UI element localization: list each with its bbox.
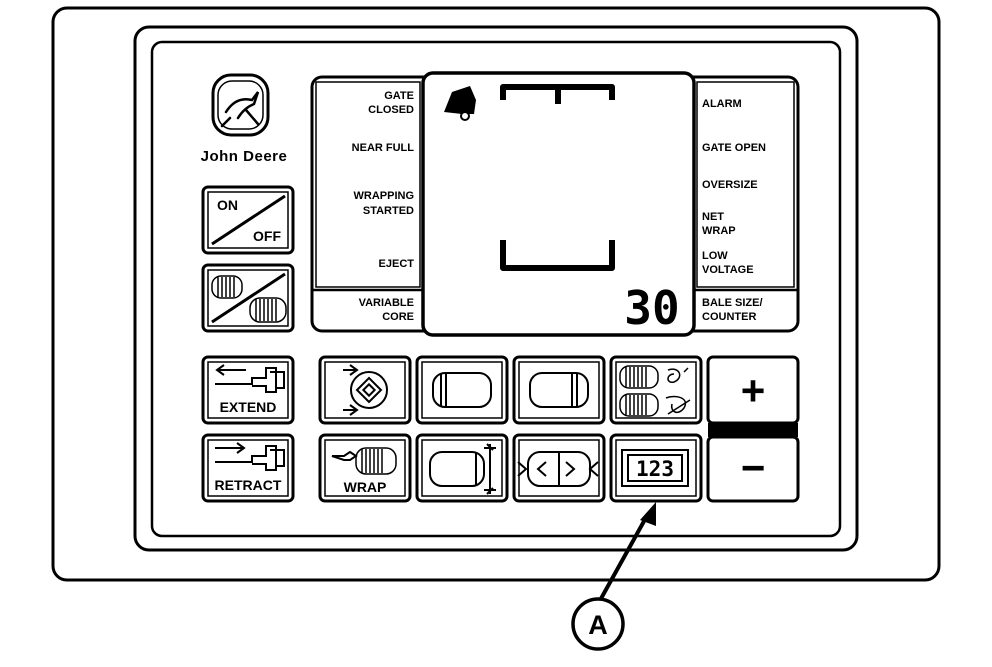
counter-icon-window [627, 454, 683, 482]
label-bale-size-counter-line2: COUNTER [702, 311, 756, 323]
callout-a: A [571, 502, 656, 651]
retract-cylinder-icon [215, 442, 285, 471]
small-bale-icon [211, 275, 243, 299]
wrap-type-icon [619, 365, 691, 417]
label-gate-closed-line2: CLOSED [368, 104, 414, 116]
baler-icon [444, 86, 476, 121]
bale-diameter-button[interactable] [415, 433, 509, 503]
callout-label: A [588, 610, 608, 640]
large-bale-icon [249, 297, 287, 323]
plus-glyph: + [741, 367, 766, 414]
bale-mode-button[interactable] [201, 263, 295, 333]
off-label: OFF [253, 228, 281, 244]
bale-chamber-indicator [500, 84, 615, 271]
counter-icon-frame [621, 449, 689, 487]
retract-button[interactable]: RETRACT [201, 433, 295, 503]
label-near-full: NEAR FULL [352, 142, 415, 154]
label-gate-open: GATE OPEN [702, 142, 766, 154]
label-low-voltage-line1: LOW [702, 250, 728, 262]
tailgate-button[interactable] [318, 355, 412, 425]
minus-button[interactable]: − [706, 435, 800, 503]
on-label: ON [217, 197, 238, 213]
lcd-screen [421, 71, 696, 337]
label-net-wrap-line1: NET [702, 211, 724, 223]
bale-left-button[interactable] [415, 355, 509, 425]
wrap-button[interactable]: WRAP [318, 433, 412, 503]
label-wrapping-started-line1: WRAPPING [354, 190, 415, 202]
bale-left-icon [432, 372, 492, 408]
retract-label: RETRACT [215, 477, 282, 493]
left-status-labels: GATE CLOSED NEAR FULL WRAPPING STARTED E… [352, 90, 415, 323]
label-alarm: ALARM [702, 98, 742, 110]
extend-button[interactable]: EXTEND [201, 355, 295, 425]
label-low-voltage-line2: VOLTAGE [702, 264, 754, 276]
label-gate-closed-line1: GATE [384, 90, 414, 102]
plus-button[interactable]: + [706, 355, 800, 425]
bale-diameter-icon [429, 443, 496, 495]
label-wrapping-started-line2: STARTED [363, 205, 414, 217]
counter-digits: 123 [636, 457, 674, 481]
counter-button[interactable]: 123 [609, 433, 703, 503]
wrap-roll-icon [331, 447, 397, 475]
label-bale-size-counter-line1: BALE SIZE/ [702, 297, 763, 309]
bale-shape-button[interactable] [512, 433, 606, 503]
brand-name: John Deere [201, 148, 288, 165]
extend-cylinder-icon [215, 364, 285, 393]
john-deere-logo [211, 73, 270, 137]
bale-shape-icon [517, 451, 599, 487]
minus-glyph: − [741, 444, 766, 491]
wrap-label: WRAP [344, 479, 387, 495]
label-eject: EJECT [379, 258, 415, 270]
key-separator-bar [708, 423, 798, 437]
label-variable-core-line2: CORE [382, 311, 414, 323]
rotating-roll-icon [343, 364, 388, 416]
extend-label: EXTEND [220, 399, 277, 415]
lcd-readout: 30 [624, 281, 679, 335]
label-oversize: OVERSIZE [702, 179, 758, 191]
bale-right-icon [529, 372, 589, 408]
on-off-button[interactable]: ON OFF [201, 185, 295, 255]
net-twine-wrap-button[interactable] [609, 355, 703, 425]
label-variable-core-line1: VARIABLE [359, 297, 414, 309]
bale-right-button[interactable] [512, 355, 606, 425]
label-net-wrap-line2: WRAP [702, 225, 736, 237]
right-status-labels: ALARM GATE OPEN OVERSIZE NET WRAP LOW VO… [702, 98, 766, 323]
